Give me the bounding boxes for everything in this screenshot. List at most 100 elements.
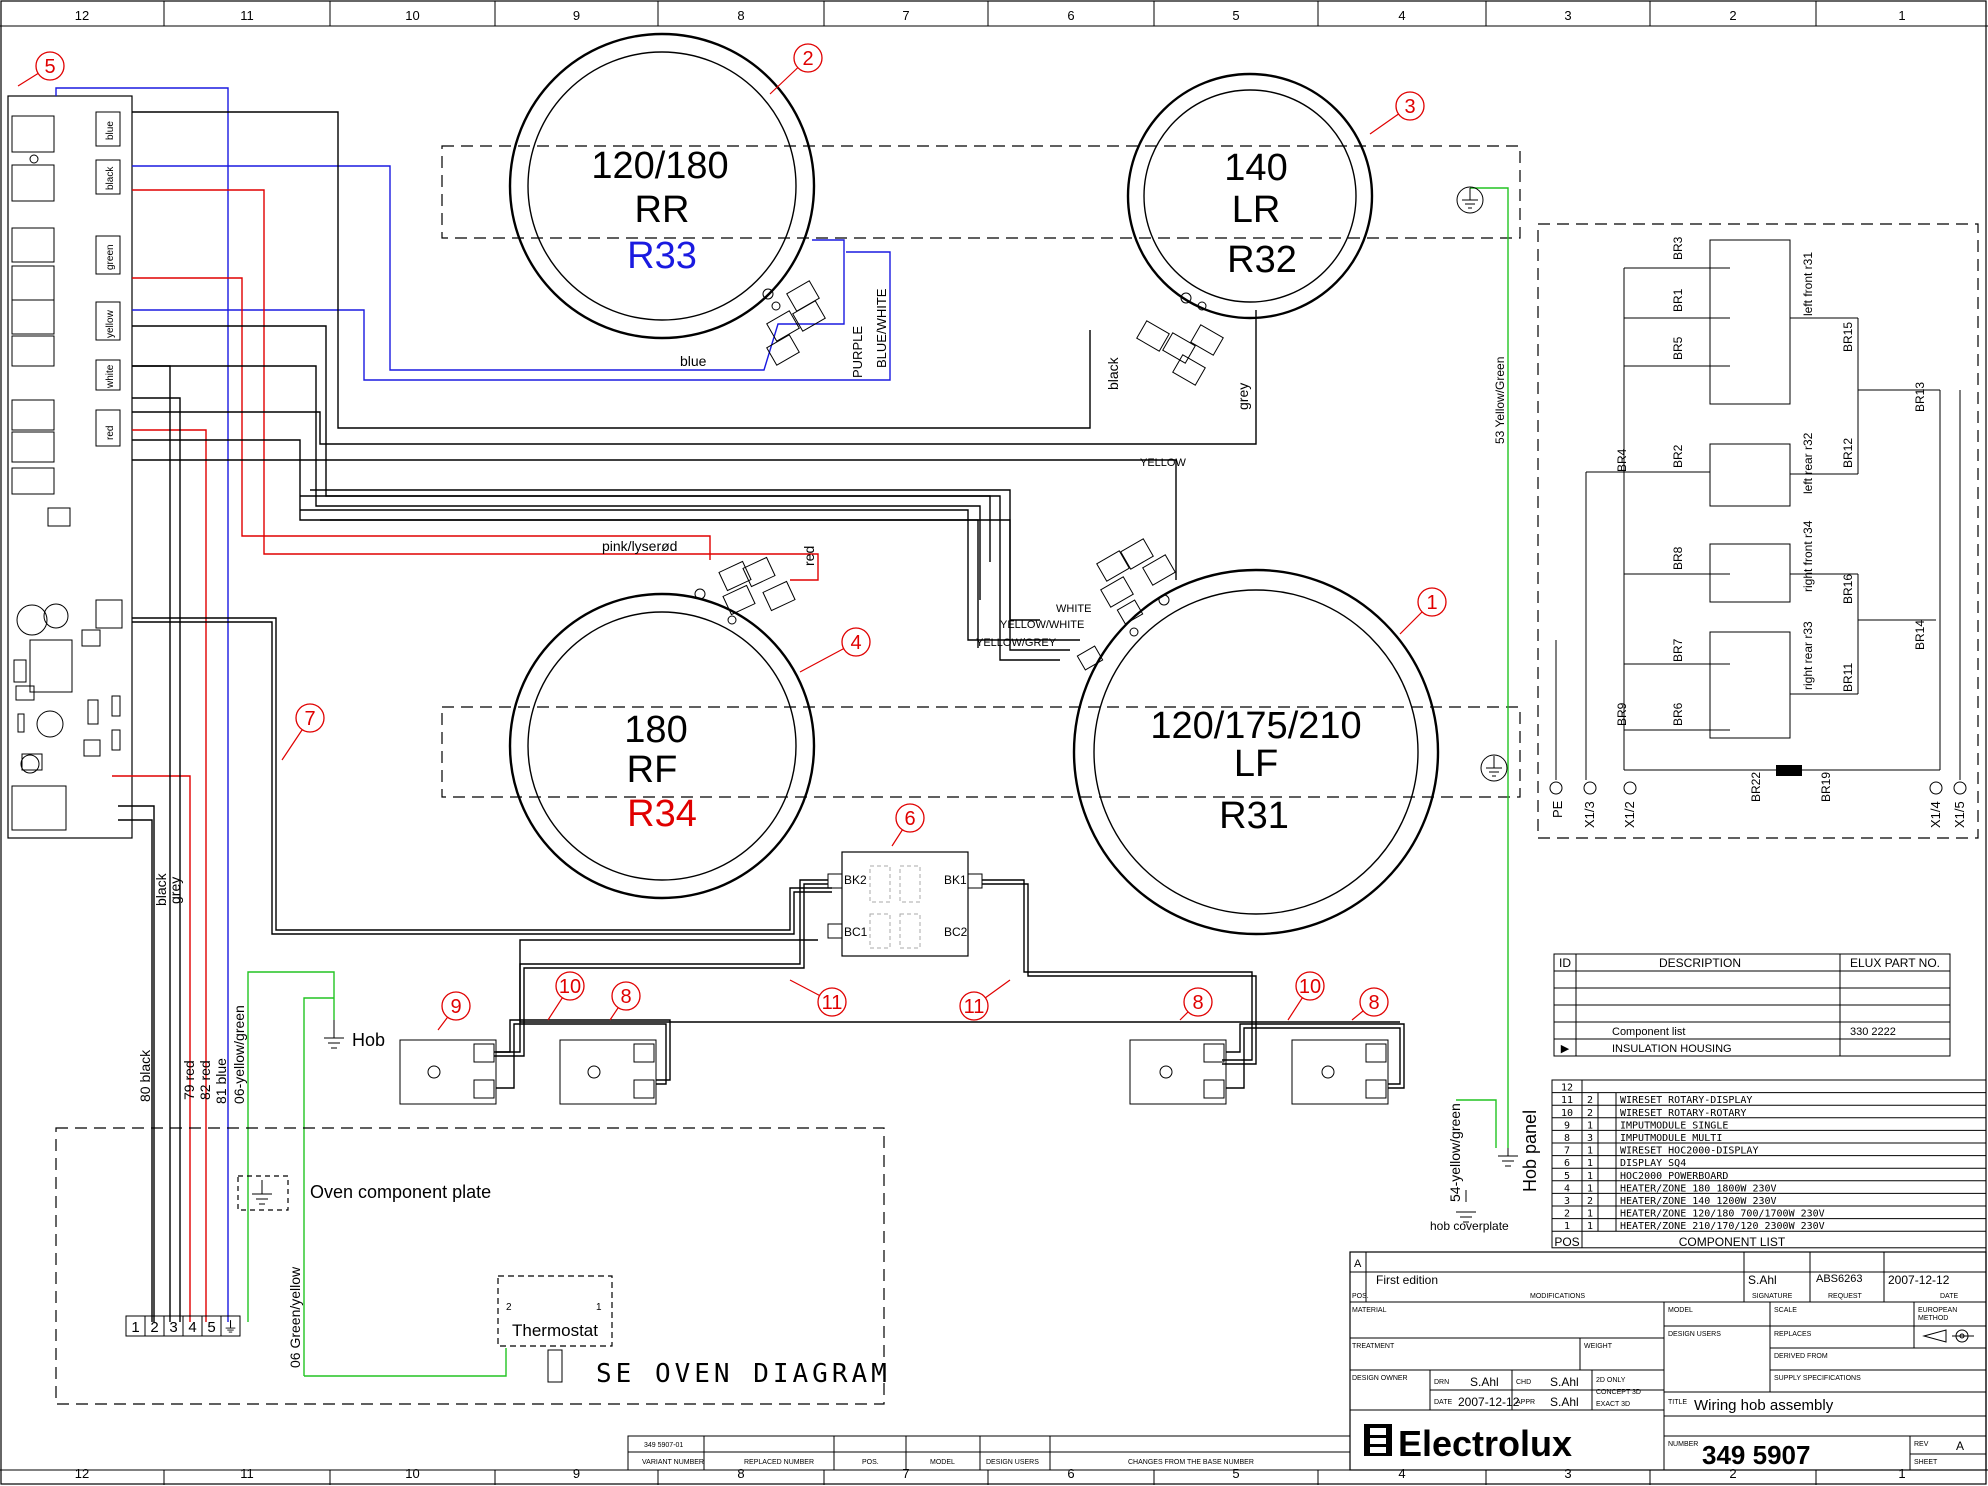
br8: BR8 xyxy=(1671,546,1685,570)
callout-10: 10 xyxy=(1299,976,1321,998)
callout-circle xyxy=(1359,987,1389,1017)
bom-desc: IMPUTMODULE SINGLE xyxy=(1620,1120,1728,1131)
terminal-pe: PE xyxy=(1550,800,1565,818)
grid-label-10: 10 xyxy=(405,1466,419,1481)
callout-5: 5 xyxy=(44,56,55,78)
grid-label-4: 4 xyxy=(1398,1466,1405,1481)
grid-label-7: 7 xyxy=(902,8,909,23)
input-module-multi-8a xyxy=(559,1039,657,1105)
earth-rear xyxy=(1456,186,1484,214)
grid-label-11: 11 xyxy=(240,1466,254,1481)
wire-label-54-yellow-green: 54-yellow/green xyxy=(1447,1103,1463,1202)
rev-a: A xyxy=(1354,1258,1362,1270)
zone-lr-name: LR xyxy=(1232,189,1281,231)
grid-label-6: 6 xyxy=(1067,1466,1074,1481)
zone-lf: 120/175/210 LF R31 YELLOW WHITE YELLOW/W… xyxy=(976,457,1440,936)
br12: BR12 xyxy=(1841,438,1855,468)
brand-electrolux: Electrolux xyxy=(1398,1423,1572,1464)
grid-label-1: 1 xyxy=(1898,1466,1905,1481)
wire-label-82: 82 red xyxy=(197,1060,213,1100)
callout-11: 11 xyxy=(964,996,985,1018)
tb-exact-3d: EXACT 3D xyxy=(1596,1401,1630,1408)
wire-label-blue: blue xyxy=(680,353,707,369)
zone-lf-switch xyxy=(1076,538,1176,671)
br7: BR7 xyxy=(1671,638,1685,662)
grid-label-5: 5 xyxy=(1232,1466,1239,1481)
tb-chd-value: S.Ahl xyxy=(1550,1375,1579,1389)
bom-qty: 1 xyxy=(1587,1221,1593,1232)
grid-label-7: 7 xyxy=(902,1466,909,1481)
wire-label-black-v: black xyxy=(153,872,169,906)
bom-pos: 7 xyxy=(1564,1146,1570,1157)
terminal-x1-3: X1/3 xyxy=(1582,801,1597,828)
mod-request: ABS6263 xyxy=(1816,1273,1862,1285)
tb-rev: A xyxy=(1956,1439,1964,1453)
tab-green-label: green xyxy=(105,244,116,270)
zone-rr: 120/180 RR R33 blue PURPLE BLUE/WHITE xyxy=(508,32,889,378)
tb-sheet-label: SHEET xyxy=(1914,1459,1938,1466)
callout-4: 4 xyxy=(850,632,861,654)
callout-10: 10 xyxy=(559,976,581,998)
wire-label-81: 81 blue xyxy=(213,1058,229,1104)
bom-desc: IMPUTMODULE MULTI xyxy=(1620,1133,1722,1144)
display-bk2: BK2 xyxy=(844,873,867,887)
oven-terminal-2: 2 xyxy=(150,1319,158,1336)
grid-label-8: 8 xyxy=(737,8,744,23)
bom-pos: 10 xyxy=(1561,1108,1573,1119)
callout-6: 6 xyxy=(904,808,915,830)
br2: BR2 xyxy=(1671,444,1685,468)
bom-qty: 2 xyxy=(1587,1095,1593,1106)
se-oven-diagram-title: SE OVEN DIAGRAM xyxy=(596,1359,891,1389)
thermostat-pin-1: 1 xyxy=(596,1302,602,1313)
callout-circle xyxy=(555,971,585,1001)
oven-terminal-5: 5 xyxy=(207,1319,215,1336)
tab-white-label: white xyxy=(105,364,116,389)
oven-terminal-6: ⏚ xyxy=(223,1319,238,1336)
bom-pos: 6 xyxy=(1564,1158,1570,1169)
bom-qty: 1 xyxy=(1587,1120,1593,1131)
grid-label-11: 11 xyxy=(240,8,254,23)
thermostat-pin-2: 2 xyxy=(506,1302,512,1313)
zone-rf-size: 180 xyxy=(624,709,687,751)
tb-date: DATE xyxy=(1434,1399,1452,1406)
tb-replaces: REPLACES xyxy=(1774,1331,1812,1338)
wire-label-yellow-white: YELLOW/WHITE xyxy=(1000,619,1084,631)
schematic-br-labels: BR3 BR1 BR5 BR2 BR4 BR8 BR7 BR6 BR9 BR15… xyxy=(1615,236,1927,802)
grid-label-9: 9 xyxy=(573,8,580,23)
input-module-multi-8b xyxy=(1129,1039,1227,1105)
bom-pos: 2 xyxy=(1564,1209,1570,1220)
earth-front xyxy=(1480,754,1508,782)
bom-pos: 11 xyxy=(1561,1095,1573,1106)
heater-right-front: right front r34 xyxy=(1801,520,1815,592)
rear-zone-band xyxy=(441,145,1521,239)
zone-lf-size: 120/175/210 xyxy=(1150,705,1361,747)
changes-label: CHANGES FROM THE BASE NUMBER xyxy=(1128,1459,1254,1466)
tb-drn: DRN xyxy=(1434,1379,1449,1386)
electrolux-logo-icon xyxy=(1364,1424,1392,1456)
callout-1: 1 xyxy=(1426,592,1437,614)
oven-terminal-3: 3 xyxy=(169,1319,177,1336)
terminal-x1-2: X1/2 xyxy=(1622,801,1637,828)
bom-footer-title: COMPONENT LIST xyxy=(1679,1235,1786,1249)
callout-8: 8 xyxy=(620,986,631,1008)
mod-signer: S.Ahl xyxy=(1748,1273,1777,1287)
wire-label-yellow-grey: YELLOW/GREY xyxy=(976,637,1057,649)
input-module-single-9 xyxy=(399,1039,497,1105)
callout-circle xyxy=(611,981,641,1011)
tb-weight: WEIGHT xyxy=(1584,1343,1613,1350)
oven-plate-earth-icon xyxy=(237,1175,289,1211)
grid-label-9: 9 xyxy=(573,1466,580,1481)
thermostat: 2 1 Thermostat xyxy=(497,1275,613,1383)
br22: BR22 xyxy=(1749,772,1763,802)
tb-title: Wiring hob assembly xyxy=(1694,1397,1834,1414)
clist-row-id: ▶ xyxy=(1561,1043,1570,1055)
wire-label-blue-white: BLUE/WHITE xyxy=(874,288,889,368)
callout-circle xyxy=(35,51,65,81)
br16: BR16 xyxy=(1841,574,1855,604)
bom-desc: WIRESET ROTARY-DISPLAY xyxy=(1620,1095,1752,1106)
tab-yellow-label: yellow xyxy=(105,309,116,338)
zone-rf-ref: R34 xyxy=(627,793,697,835)
bom-footer-pos: POS xyxy=(1554,1235,1579,1249)
